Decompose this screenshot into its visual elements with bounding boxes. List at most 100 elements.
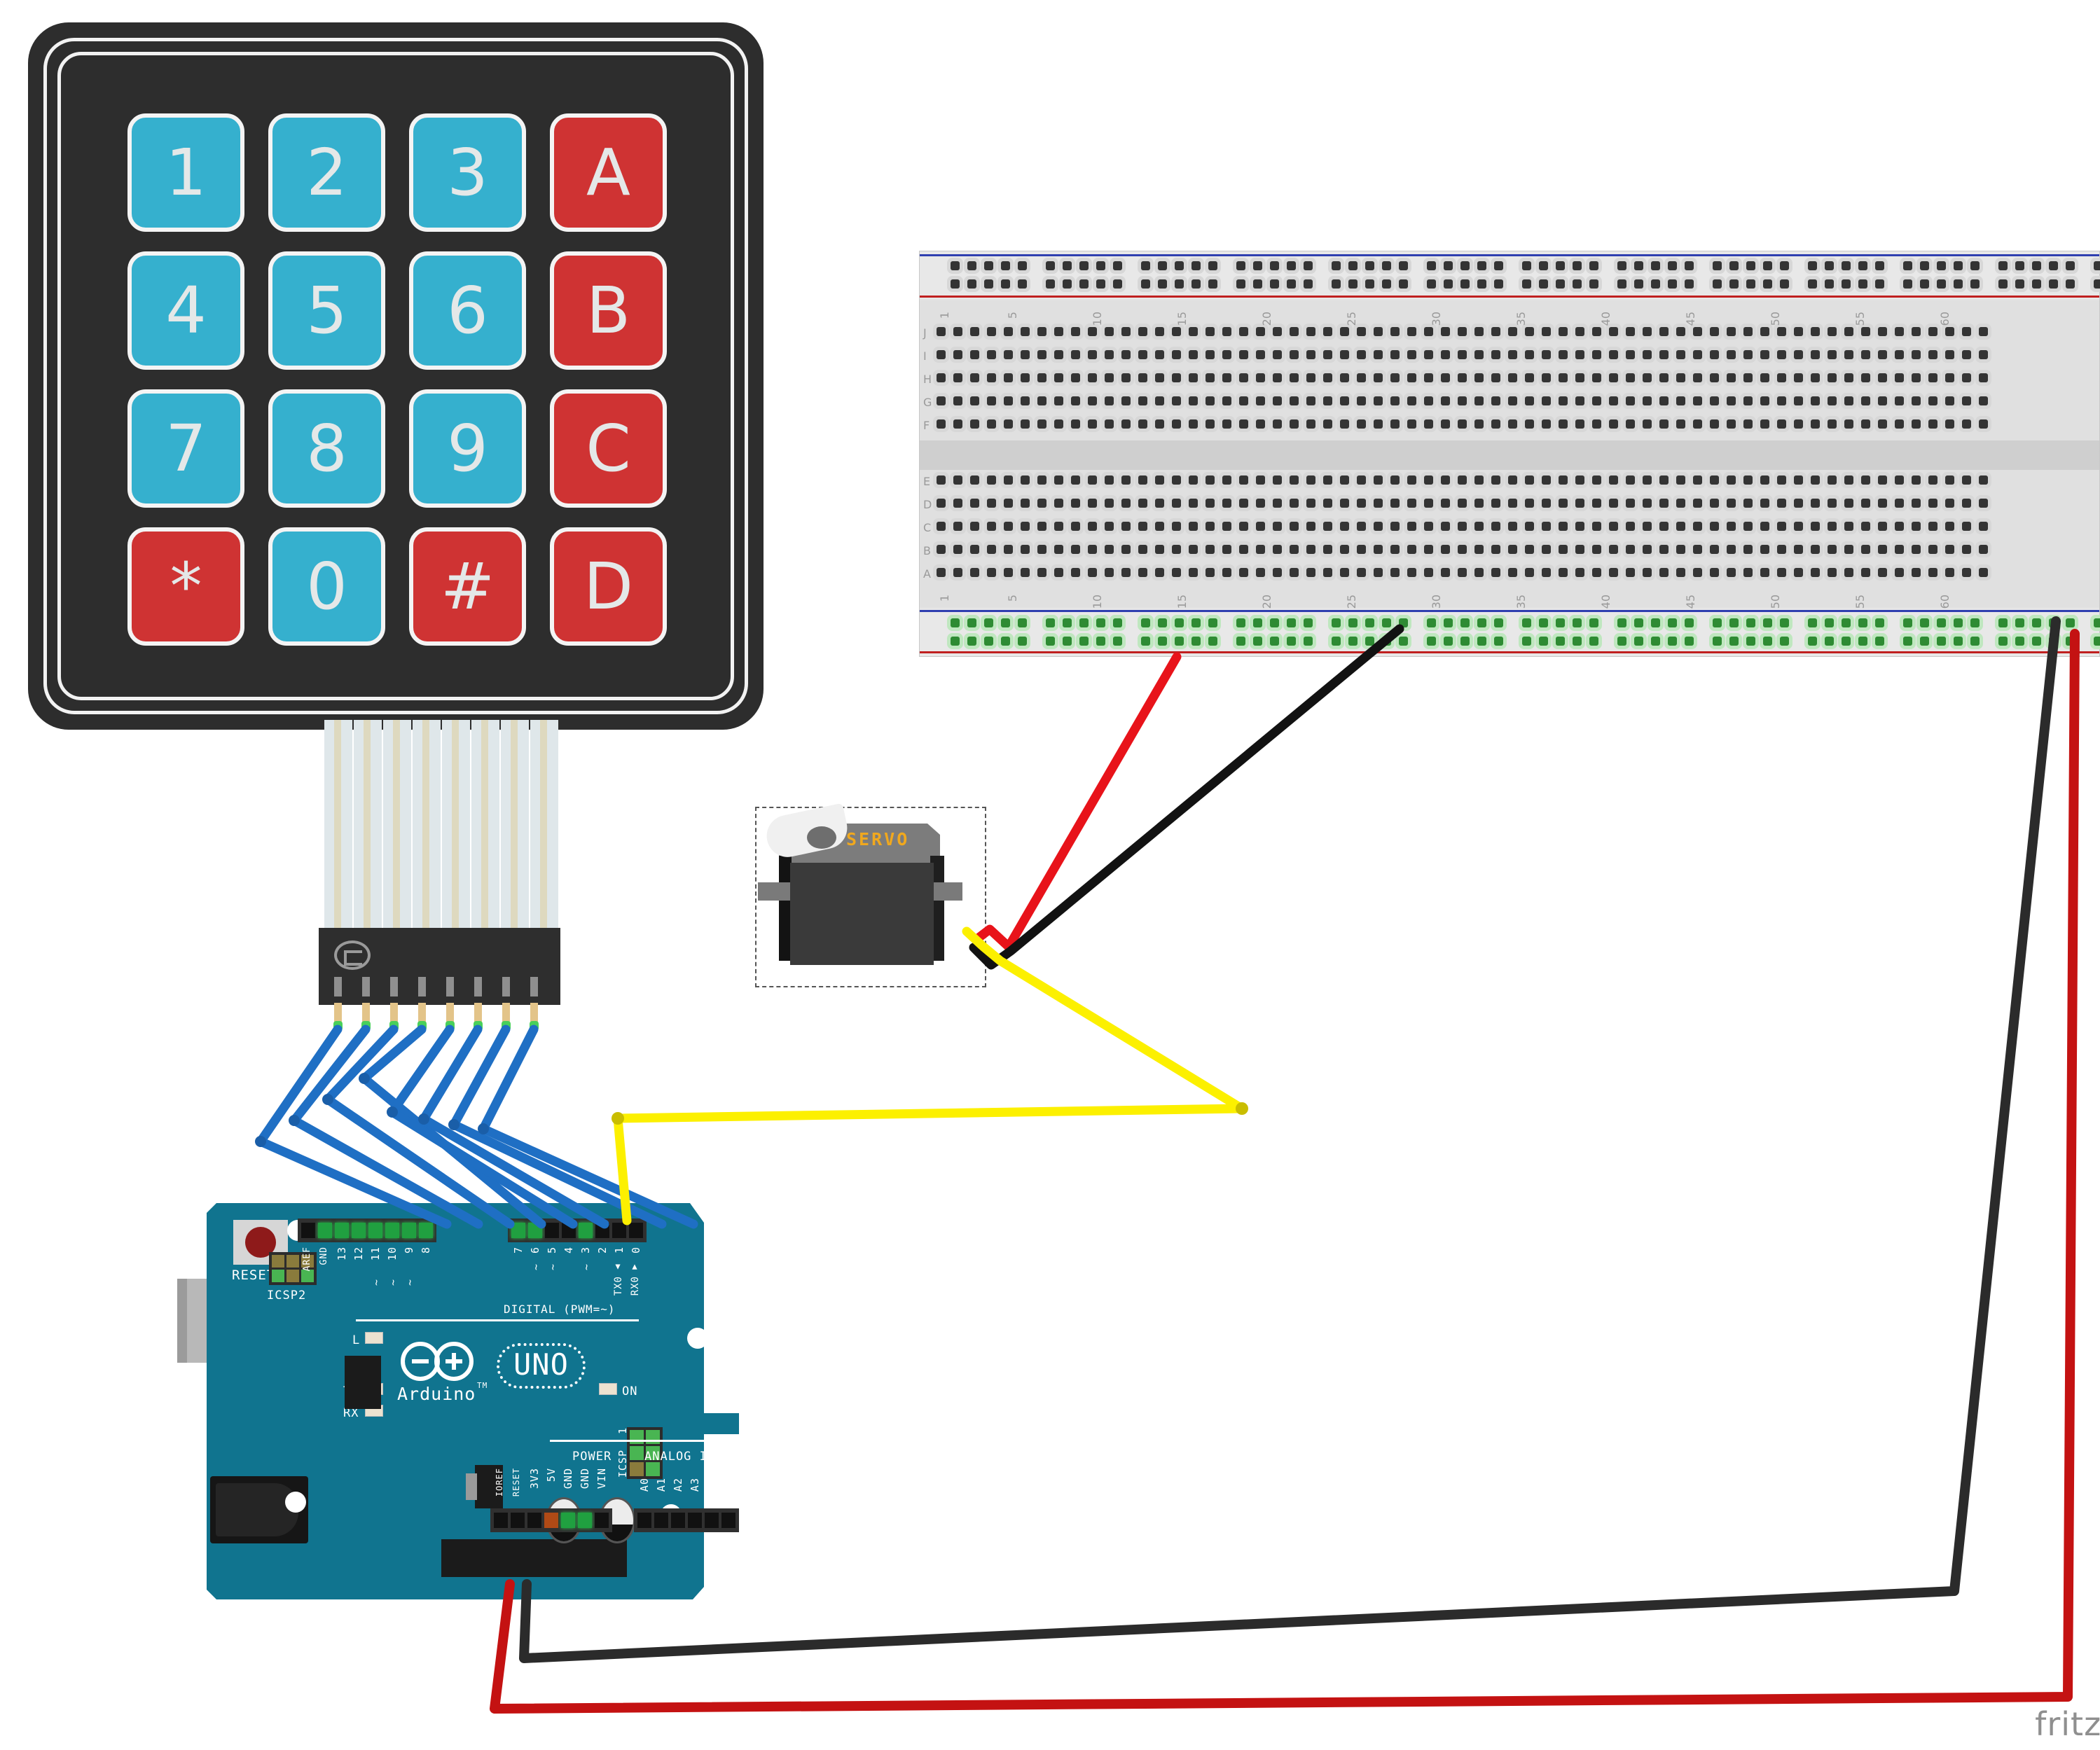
breadboard-hole[interactable] (1525, 350, 1534, 359)
breadboard-hole[interactable] (1357, 545, 1366, 554)
breadboard-hole[interactable] (1004, 499, 1013, 508)
breadboard-power-hole[interactable] (2094, 637, 2100, 646)
breadboard-rail-hole[interactable] (1617, 279, 1626, 289)
breadboard-hole[interactable] (1743, 545, 1753, 554)
breadboard-hole[interactable] (1592, 522, 1601, 531)
breadboard-rail-hole[interactable] (2066, 279, 2075, 289)
breadboard-power-hole[interactable] (2066, 637, 2075, 646)
breadboard-hole[interactable] (1189, 350, 1198, 359)
breadboard-power-hole[interactable] (1573, 637, 1582, 646)
breadboard-hole[interactable] (1121, 396, 1131, 405)
breadboard-hole[interactable] (1609, 396, 1618, 405)
breadboard-hole[interactable] (1037, 419, 1046, 429)
keypad-jumper-wire[interactable] (289, 1025, 483, 1229)
breadboard-hole[interactable] (1340, 475, 1349, 485)
breadboard-hole[interactable] (1424, 499, 1433, 508)
digital-header-left[interactable] (298, 1218, 436, 1242)
power-socket-reset-1[interactable] (511, 1513, 525, 1528)
breadboard-hole[interactable] (1441, 568, 1450, 577)
breadboard-hole[interactable] (1424, 545, 1433, 554)
keypad-key-2[interactable]: 2 (268, 113, 385, 232)
breadboard-hole[interactable] (1256, 396, 1265, 405)
breadboard-power-hole[interactable] (1920, 637, 1929, 646)
breadboard-hole[interactable] (1811, 545, 1820, 554)
breadboard-hole[interactable] (1088, 350, 1097, 359)
breadboard-hole[interactable] (1155, 327, 1164, 336)
breadboard-rail-hole[interactable] (1079, 279, 1089, 289)
breadboard-hole[interactable] (1710, 499, 1719, 508)
breadboard-power-hole[interactable] (2094, 618, 2100, 627)
breadboard-hole[interactable] (1424, 373, 1433, 382)
breadboard-hole[interactable] (1794, 327, 1803, 336)
breadboard-hole[interactable] (1441, 475, 1450, 485)
digital-socket-13[interactable] (335, 1223, 349, 1238)
breadboard-hole[interactable] (1525, 545, 1534, 554)
breadboard-rail-hole[interactable] (1713, 279, 1722, 289)
breadboard-hole[interactable] (1727, 350, 1736, 359)
breadboard-hole[interactable] (1088, 499, 1097, 508)
breadboard-hole[interactable] (1979, 568, 1988, 577)
breadboard-power-hole[interactable] (1096, 637, 1105, 646)
breadboard-hole[interactable] (1945, 373, 1954, 382)
breadboard-rail-hole[interactable] (1763, 261, 1772, 270)
breadboard-hole[interactable] (1828, 522, 1837, 531)
breadboard-hole[interactable] (1575, 419, 1584, 429)
breadboard-hole[interactable] (953, 373, 962, 382)
breadboard-hole[interactable] (1794, 396, 1803, 405)
breadboard-hole[interactable] (1021, 568, 1030, 577)
breadboard-hole[interactable] (1626, 545, 1635, 554)
breadboard-hole[interactable] (1138, 327, 1147, 336)
breadboard-hole[interactable] (1273, 522, 1282, 531)
breadboard-hole[interactable] (1575, 475, 1584, 485)
breadboard-rail-hole[interactable] (2015, 279, 2024, 289)
breadboard-hole[interactable] (1054, 545, 1063, 554)
breadboard-hole[interactable] (1105, 396, 1114, 405)
breadboard-power-hole[interactable] (1522, 618, 1531, 627)
breadboard-power-hole[interactable] (1875, 618, 1884, 627)
breadboard-power-hole[interactable] (1763, 637, 1772, 646)
breadboard-hole[interactable] (1004, 475, 1013, 485)
breadboard-hole[interactable] (1861, 475, 1870, 485)
breadboard-hole[interactable] (1861, 419, 1870, 429)
breadboard-hole[interactable] (1206, 568, 1215, 577)
breadboard-power-hole[interactable] (1998, 637, 2008, 646)
breadboard-hole[interactable] (1727, 419, 1736, 429)
breadboard-hole[interactable] (1239, 568, 1248, 577)
breadboard-hole[interactable] (1121, 568, 1131, 577)
breadboard-hole[interactable] (937, 522, 946, 531)
breadboard-rail-hole[interactable] (1444, 261, 1453, 270)
breadboard-hole[interactable] (1290, 419, 1299, 429)
breadboard-hole[interactable] (1004, 545, 1013, 554)
breadboard-hole[interactable] (1962, 568, 1971, 577)
breadboard-rail-hole[interactable] (1920, 279, 1929, 289)
breadboard-hole[interactable] (1693, 475, 1702, 485)
digital-socket-3[interactable] (579, 1223, 593, 1238)
breadboard-rail-hole[interactable] (1494, 261, 1503, 270)
breadboard-rail-hole[interactable] (1729, 279, 1739, 289)
breadboard-hole[interactable] (1659, 327, 1669, 336)
breadboard-hole[interactable] (987, 350, 996, 359)
breadboard-power-hole[interactable] (1158, 618, 1167, 627)
breadboard-hole[interactable] (1273, 568, 1282, 577)
jumper-bendpoint[interactable] (387, 1106, 398, 1118)
power-header[interactable] (490, 1508, 612, 1532)
breadboard-rail-hole[interactable] (1158, 261, 1167, 270)
breadboard-hole[interactable] (937, 350, 946, 359)
breadboard-hole[interactable] (987, 545, 996, 554)
breadboard-hole[interactable] (1071, 545, 1080, 554)
breadboard-hole[interactable] (1928, 522, 1937, 531)
breadboard-power-hole[interactable] (2049, 637, 2058, 646)
keypad-jumper-wire[interactable] (478, 1025, 698, 1229)
breadboard-hole[interactable] (1878, 475, 1887, 485)
breadboard-hole[interactable] (1895, 499, 1904, 508)
breadboard-hole[interactable] (1357, 568, 1366, 577)
breadboard-hole[interactable] (1525, 499, 1534, 508)
breadboard-hole[interactable] (1727, 327, 1736, 336)
breadboard-hole[interactable] (1491, 522, 1500, 531)
breadboard-hole[interactable] (1189, 327, 1198, 336)
breadboard-hole[interactable] (1273, 545, 1282, 554)
breadboard-rail-hole[interactable] (1460, 261, 1470, 270)
breadboard-power-hole[interactable] (967, 618, 976, 627)
breadboard-hole[interactable] (1962, 419, 1971, 429)
keypad-key-7[interactable]: 7 (127, 389, 244, 508)
